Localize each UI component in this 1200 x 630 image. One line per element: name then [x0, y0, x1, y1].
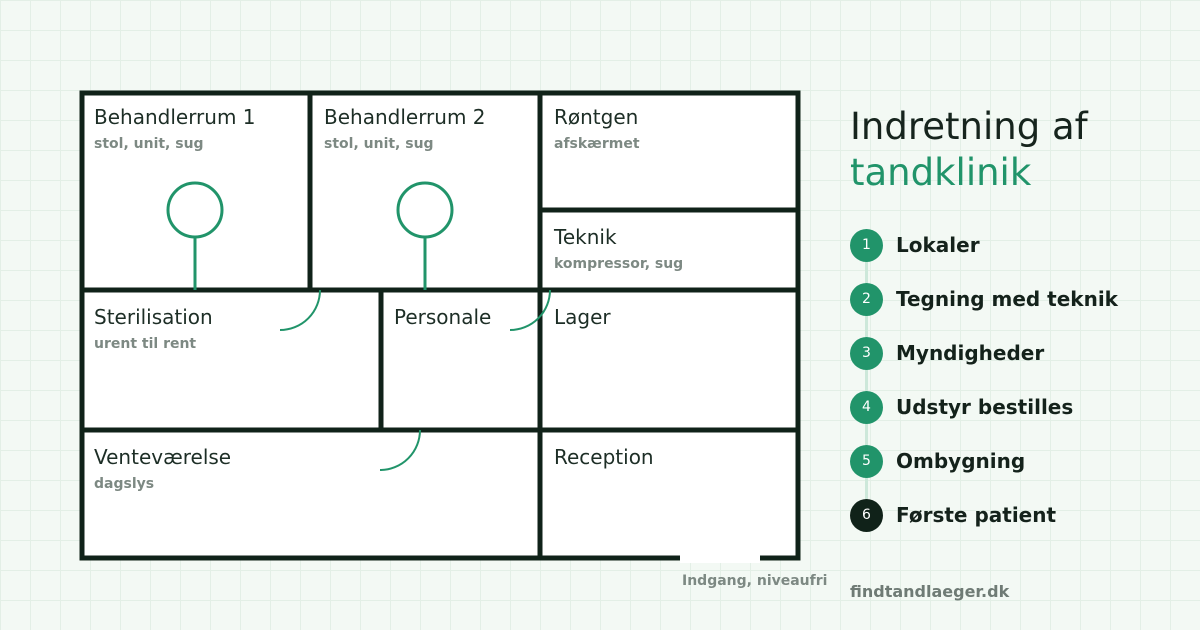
step-item: 4 Udstyr bestilles	[850, 391, 1190, 445]
step-number-badge: 5	[850, 445, 883, 478]
room-name-personale: Personale	[394, 305, 491, 329]
room-name-ventevaerelse: Venteværelse	[94, 445, 231, 469]
page-title: Indretning af tandklinik	[850, 104, 1088, 196]
step-label: Tegning med teknik	[896, 287, 1118, 311]
step-item: 2 Tegning med teknik	[850, 283, 1190, 337]
room-name-behandlerrum-2: Behandlerrum 2	[324, 105, 486, 129]
room-sub-teknik: kompressor, sug	[554, 256, 683, 272]
site-domain: findtandlaeger.dk	[850, 582, 1010, 601]
step-item: 1 Lokaler	[850, 229, 1190, 283]
step-item: 5 Ombygning	[850, 445, 1190, 499]
step-list: 1 Lokaler 2 Tegning med teknik 3 Myndigh…	[850, 229, 1190, 553]
room-name-rontgen: Røntgen	[554, 105, 638, 129]
step-item-final: 6 Første patient	[850, 499, 1190, 553]
door-swing-personale	[509, 289, 551, 331]
title-line-1: Indretning af	[850, 105, 1088, 148]
step-label: Lokaler	[896, 233, 980, 257]
room-name-sterilisation: Sterilisation	[94, 305, 213, 329]
outer-wall	[79, 90, 801, 561]
step-label: Myndigheder	[896, 341, 1045, 365]
room-sub-behandlerrum-1: stol, unit, sug	[94, 136, 204, 152]
room-name-teknik: Teknik	[553, 225, 617, 249]
entrance-opening	[680, 553, 760, 563]
room-sub-sterilisation: urent til rent	[94, 336, 196, 352]
step-number-badge: 2	[850, 283, 883, 316]
step-label: Ombygning	[896, 449, 1026, 473]
step-label: Udstyr bestilles	[896, 395, 1074, 419]
step-number-badge-final: 6	[850, 499, 883, 532]
step-number-badge: 4	[850, 391, 883, 424]
floor-plan: Behandlerrum 1 stol, unit, sug Behandler…	[79, 90, 801, 563]
title-line-2: tandklinik	[850, 151, 1032, 194]
step-number-badge: 3	[850, 337, 883, 370]
door-swing-ventevaerelse	[379, 429, 421, 471]
step-label: Første patient	[896, 503, 1057, 527]
step-number-badge: 1	[850, 229, 883, 262]
room-name-lager: Lager	[554, 305, 611, 329]
room-sub-rontgen: afskærmet	[554, 136, 640, 152]
room-name-reception: Reception	[554, 445, 654, 469]
room-sub-behandlerrum-2: stol, unit, sug	[324, 136, 434, 152]
floor-area	[82, 93, 798, 558]
door-swing-sterilisation	[279, 289, 321, 331]
room-sub-ventevaerelse: dagslys	[94, 476, 154, 492]
entrance-label: Indgang, niveaufri	[682, 573, 828, 589]
step-item: 3 Myndigheder	[850, 337, 1190, 391]
room-name-behandlerrum-1: Behandlerrum 1	[94, 105, 256, 129]
step-connector-line	[865, 249, 868, 519]
